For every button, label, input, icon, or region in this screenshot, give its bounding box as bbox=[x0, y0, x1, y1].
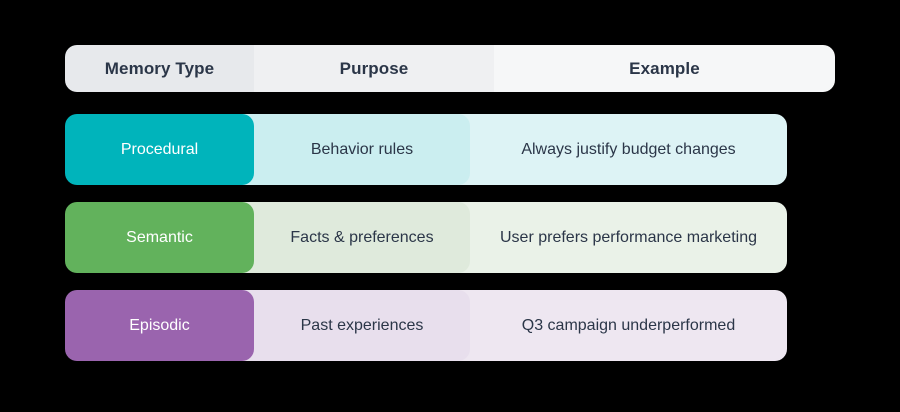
header-cell-purpose: Purpose bbox=[254, 45, 494, 92]
table-row: Episodic Past experiences Q3 campaign un… bbox=[65, 290, 835, 361]
purpose-label: Behavior rules bbox=[310, 140, 414, 158]
header-cell-example: Example bbox=[494, 45, 835, 92]
memory-type-table: Memory Type Purpose Example Procedural B… bbox=[65, 45, 835, 361]
example-label: Always justify budget changes bbox=[521, 140, 736, 158]
purpose-cell: Behavior rules bbox=[230, 114, 470, 185]
memory-type-chip-procedural: Procedural bbox=[65, 114, 254, 185]
header-label-purpose: Purpose bbox=[339, 58, 409, 78]
table-row: Semantic Facts & preferences User prefer… bbox=[65, 202, 835, 273]
table-row: Procedural Behavior rules Always justify… bbox=[65, 114, 835, 185]
memory-type-chip-semantic: Semantic bbox=[65, 202, 254, 273]
purpose-label: Past experiences bbox=[300, 316, 424, 334]
example-cell: User prefers performance marketing bbox=[446, 202, 787, 273]
purpose-cell: Past experiences bbox=[230, 290, 470, 361]
example-label: Q3 campaign underperformed bbox=[521, 316, 736, 334]
example-cell: Always justify budget changes bbox=[446, 114, 787, 185]
purpose-cell: Facts & preferences bbox=[230, 202, 470, 273]
header-label-memory-type: Memory Type bbox=[104, 58, 215, 78]
memory-type-chip-episodic: Episodic bbox=[65, 290, 254, 361]
example-cell: Q3 campaign underperformed bbox=[446, 290, 787, 361]
memory-type-label: Procedural bbox=[120, 140, 199, 158]
example-label: User prefers performance marketing bbox=[500, 228, 757, 246]
header-cell-memory-type: Memory Type bbox=[65, 45, 254, 92]
memory-type-label: Semantic bbox=[126, 228, 193, 246]
purpose-label: Facts & preferences bbox=[290, 228, 434, 246]
header-label-example: Example bbox=[629, 58, 700, 78]
memory-type-label: Episodic bbox=[129, 316, 190, 334]
table-header-row: Memory Type Purpose Example bbox=[65, 45, 835, 92]
